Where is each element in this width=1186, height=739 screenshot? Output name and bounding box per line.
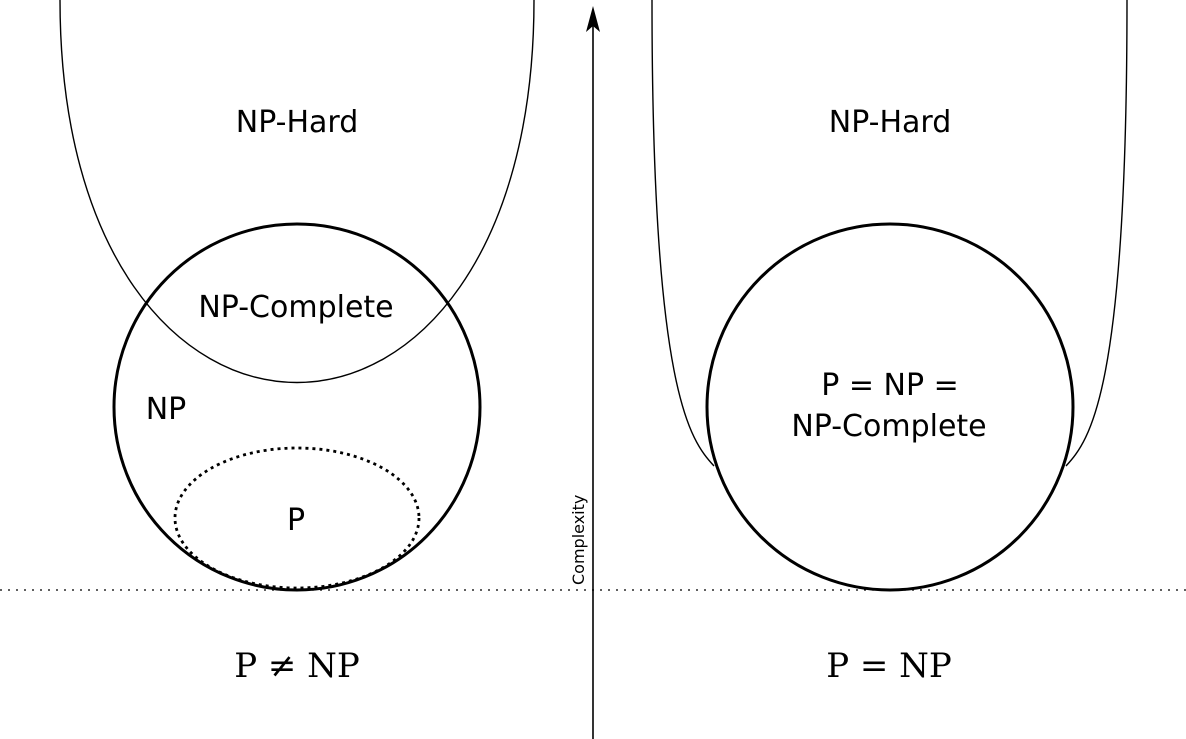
- right-np-hard-region: [651, 0, 1128, 467]
- complexity-axis-arrowhead: [586, 6, 600, 32]
- left-p-region: [173, 446, 421, 590]
- left-np-hard-label: NP-Hard: [236, 105, 359, 140]
- right-np-hard-label: NP-Hard: [829, 105, 952, 140]
- left-p-label: P: [287, 503, 305, 538]
- right-caption: P = NP: [826, 646, 952, 686]
- left-np-label: NP: [146, 392, 187, 427]
- left-np-hard-region: [59, 0, 535, 383]
- left-np-circle: [112, 222, 482, 592]
- right-equality-line1: P = NP =: [821, 368, 959, 403]
- right-equality-line2: NP-Complete: [791, 409, 986, 444]
- left-np-complete-label: NP-Complete: [198, 290, 393, 325]
- complexity-axis-label: Complexity: [569, 495, 588, 585]
- right-np-circle: [705, 222, 1075, 592]
- left-caption: P ≠ NP: [234, 646, 360, 686]
